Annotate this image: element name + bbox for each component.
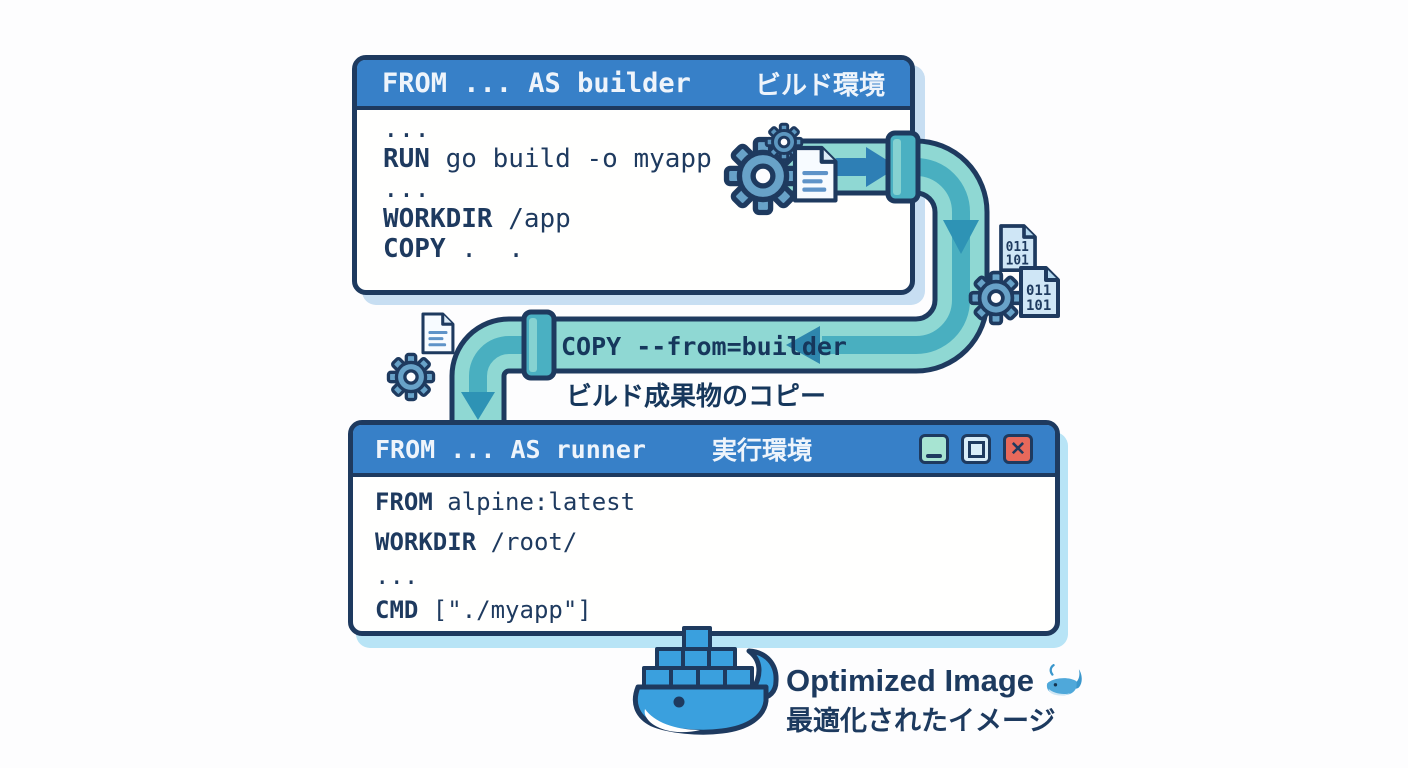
builder-title-jp: ビルド環境 [754,69,885,100]
code-line: WORKDIR/app [383,204,571,234]
pipe-coupling [521,309,557,381]
code-line: COPY. . [383,234,524,264]
svg-text:011: 011 [1006,240,1030,255]
builder-title-code: FROM ... AS builder [382,67,691,99]
code-line: ... [383,174,430,204]
close-button[interactable]: ✕ [1003,434,1033,464]
svg-text:101: 101 [1026,298,1051,314]
runner-title-code: FROM ... AS runner [375,434,646,464]
optimized-image-title-jp: 最適化されたイメージ [786,706,1056,736]
gear-icon [968,270,1024,326]
optimized-image-title: Optimized Image [786,663,1082,699]
arrow-down-icon [943,220,979,254]
whale-emoji-icon [1046,664,1082,696]
runner-titlebar: FROM ... AS runner 実行環境 ✕ [353,425,1055,477]
arrow-down-icon [461,392,495,420]
docker-whale-icon [632,626,779,735]
code-line: CMD["./myapp"] [375,596,592,624]
code-line: ... [383,114,430,144]
svg-text:011: 011 [1026,283,1051,299]
document-icon [421,312,455,355]
builder-titlebar: FROM ... AS builder ビルド環境 [357,60,910,110]
close-icon: ✕ [1010,438,1026,460]
code-line: ... [375,562,419,590]
maximize-button[interactable] [961,434,991,464]
window-controls: ✕ [919,434,1033,464]
pipe-copy-instruction: COPY --from=builder [561,332,847,361]
minimize-button[interactable] [919,434,949,464]
binary-file-icon: 011 101 [1019,266,1060,318]
code-line: WORKDIR/root/ [375,528,578,556]
gear-icon [386,352,436,402]
pipe-flow-band [469,336,540,394]
pipe-copy-caption-jp: ビルド成果物のコピー [566,381,827,411]
svg-text:101: 101 [1006,254,1030,269]
runner-title-jp: 実行環境 [711,437,812,465]
binary-file-icon: 011 101 [999,224,1037,273]
